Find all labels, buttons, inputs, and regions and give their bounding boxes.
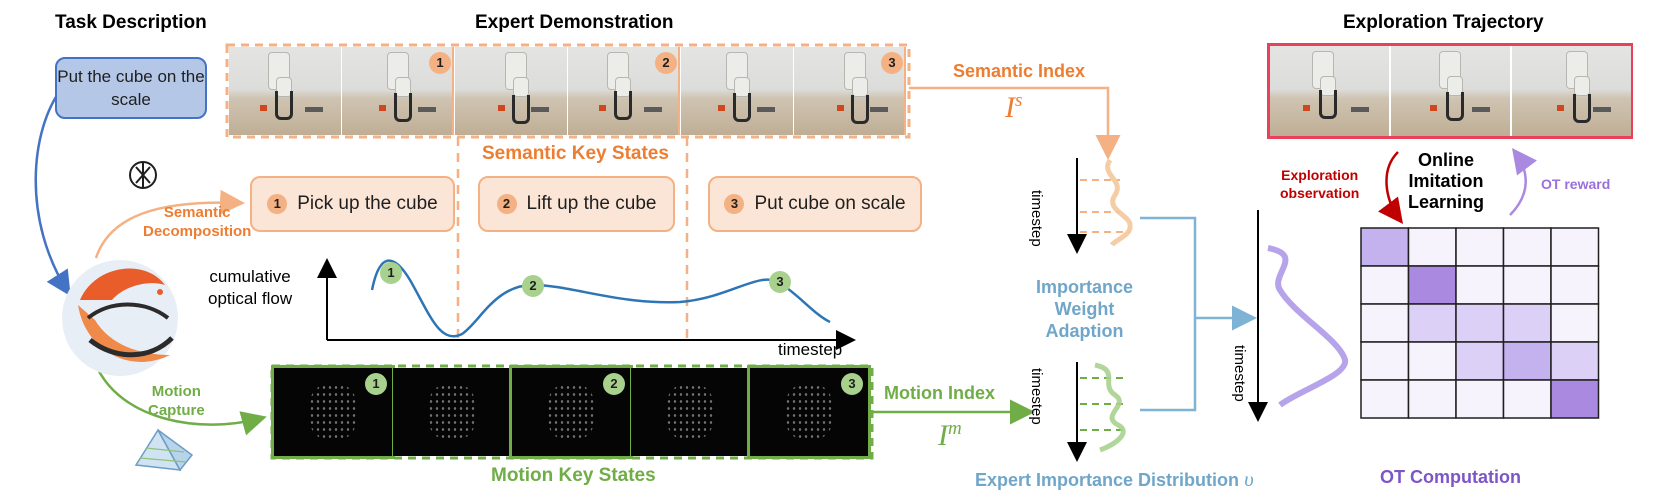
expert-importance-label: Expert Importance Distribution υ [975,467,1254,491]
ot-cell [1360,227,1410,267]
flow-chart-axes [317,258,856,350]
flow-marker-1: 1 [380,262,402,284]
exploration-frame-2 [1391,46,1510,136]
merge-arrows [1140,216,1252,412]
pyramid-icon [134,428,194,472]
ot-cell [1550,379,1600,419]
flow-marker-2: 2 [522,275,544,297]
semantic-key-states-label: Semantic Key States [482,143,669,164]
expert-frames-outline [225,43,911,139]
exploration-frame-1 [1270,46,1389,136]
task-box: Put the cube on the scale [55,57,207,119]
ot-cell [1455,341,1505,381]
distribution-timestep-label: timestep [1231,345,1248,402]
ot-cell [1360,379,1410,419]
ot-cell [1360,265,1410,305]
expert-frame-5 [681,47,793,135]
task-heading: Task Description [55,12,207,33]
exploration-observation-arrow [1378,151,1403,225]
exploration-frames-border [1267,43,1633,139]
ot-cell [1455,379,1505,419]
ot-cell [1455,265,1505,305]
motion-marker-3: 3 [841,373,863,395]
motion-capture-arrow [94,364,267,436]
semantic-decomposition-arrow [94,189,245,259]
ot-matrix [1360,227,1600,419]
optical-flow-curve [370,259,831,338]
flow-marker-3: 3 [769,271,791,293]
motion-marker-2: 2 [603,373,625,395]
semantic-timestep-label: timestep [1028,190,1045,247]
motion-frame-4 [631,368,749,456]
semantic-index-label: Semantic Index [953,61,1086,81]
expert-marker-2: 2 [655,52,677,74]
ot-cell [1407,227,1457,267]
ot-cell [1502,265,1552,305]
motion-timestep-label: timestep [1028,368,1045,425]
ot-cell [1455,303,1505,343]
motion-index-symbol: Im [938,418,962,452]
ot-cell [1502,227,1552,267]
motion-distribution [1067,362,1126,462]
ot-reward-label: OT reward [1541,176,1611,192]
koi-logo [62,260,178,376]
ot-cell [1550,303,1600,343]
semantic-index-connector [909,86,1121,160]
ot-cell [1455,227,1505,267]
ot-cell [1502,341,1552,381]
expert-heading: Expert Demonstration [475,12,674,33]
ot-cell [1502,379,1552,419]
expert-frame-3 [455,47,567,135]
openai-icon [129,161,157,189]
ot-cell [1550,341,1600,381]
semantic-index-symbol: Is [1005,90,1023,124]
ot-reward-arrow [1509,147,1537,216]
expert-marker-3: 3 [881,52,903,74]
expert-marker-1: 1 [429,52,451,74]
exploration-heading: Exploration Trajectory [1343,12,1544,33]
ot-cell [1407,265,1457,305]
ot-cell [1360,303,1410,343]
ot-computation-label: OT Computation [1380,467,1521,487]
ot-cell [1407,379,1457,419]
ot-cell [1550,265,1600,305]
motion-frame-2 [393,368,511,456]
ot-cell [1407,341,1457,381]
ot-cell [1502,303,1552,343]
ot-cell [1360,341,1410,381]
expert-frame-1 [229,47,341,135]
motion-marker-1: 1 [365,373,387,395]
ot-cell [1407,303,1457,343]
task-to-logo-arrow [34,87,71,297]
flow-xlabel: timestep [778,340,843,359]
ot-cell [1550,227,1600,267]
expert-importance-distribution [1248,210,1348,422]
motion-index-label: Motion Index [884,383,995,403]
semantic-distribution [1067,158,1133,254]
motion-key-states-label: Motion Key States [491,465,656,486]
exploration-frame-3 [1512,46,1631,136]
